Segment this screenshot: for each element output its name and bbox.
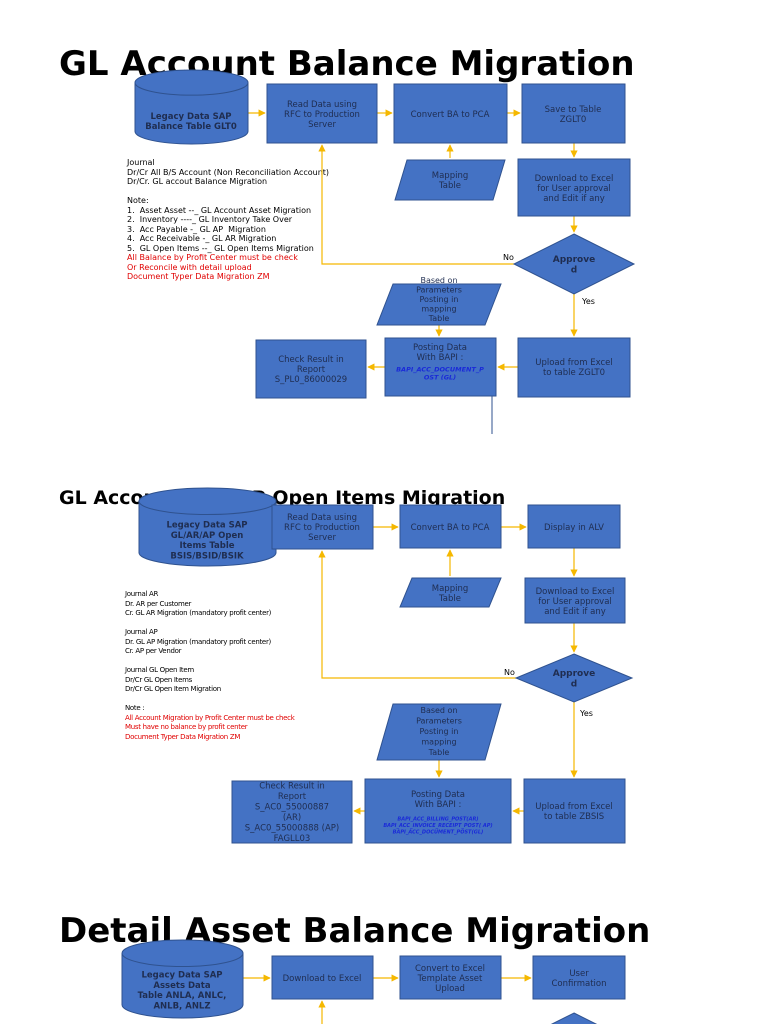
d1-approve-diamond xyxy=(512,233,636,295)
d1-posting-box xyxy=(384,337,497,397)
d1-upload-box xyxy=(517,337,631,398)
d2-check-box xyxy=(231,780,353,844)
d1-params-shape xyxy=(376,283,502,326)
d3-download-box xyxy=(271,955,374,1000)
d2-mapping-shape xyxy=(399,577,502,608)
d2-posting-box xyxy=(364,778,512,844)
d1-legacy-cylinder xyxy=(134,69,249,145)
diagram1-journal-note: Journal Dr/Cr All B/S Account (Non Recon… xyxy=(127,158,330,253)
d3-legacy-cylinder xyxy=(121,939,244,1019)
d1-no-label: No xyxy=(503,253,514,262)
d2-convert-label: Convert BA to PCA xyxy=(411,523,490,533)
d2-posting-bapi-label: BAPI_ACC_BILLING_POST(AR)BAPI_ACC_INVOIC… xyxy=(383,816,492,835)
d2-legacy-cylinder xyxy=(138,487,277,567)
d1-edge-approve-no xyxy=(318,144,514,265)
d3-approve-diamond xyxy=(550,1012,598,1024)
d1-mapping-shape xyxy=(394,159,506,201)
diagram2-notes: Journal AR Dr. AR per Customer Cr. GL AR… xyxy=(125,590,295,742)
d1-check-box xyxy=(255,339,367,399)
d2-display-label: Display in ALV xyxy=(544,523,604,533)
d3-confirm-box xyxy=(532,955,626,1000)
d1-yes-label: Yes xyxy=(581,297,595,306)
d2-display-box xyxy=(527,504,621,549)
d2-edge-approve-no xyxy=(318,550,516,679)
diagram1-notes: Journal Dr/Cr All B/S Account (Non Recon… xyxy=(127,158,329,282)
d2-params-shape xyxy=(376,703,502,761)
diagram2-journal-note: Journal AR Dr. AR per Customer Cr. GL AR… xyxy=(125,590,272,712)
d1-download-box xyxy=(517,158,631,217)
d3-convert-box xyxy=(399,955,502,1000)
d2-yes-label: Yes xyxy=(579,709,593,718)
diagram2-red-note: All Account Migration by Profit Center m… xyxy=(125,713,295,741)
d2-convert-box xyxy=(399,504,502,549)
d3-download-label: Download to Excel xyxy=(283,974,362,984)
d1-convert-box xyxy=(393,83,508,144)
d1-read-box xyxy=(266,83,378,144)
d2-read-box xyxy=(271,504,374,550)
d1-convert-label: Convert BA to PCA xyxy=(411,110,490,120)
d2-no-label: No xyxy=(504,668,515,677)
d2-upload-box xyxy=(523,778,626,844)
diagram1-red-note: All Balance by Profit Center must be che… xyxy=(127,253,298,281)
d2-download-box xyxy=(524,577,626,624)
d1-save-box xyxy=(521,83,626,144)
d2-approve-diamond xyxy=(514,653,634,703)
